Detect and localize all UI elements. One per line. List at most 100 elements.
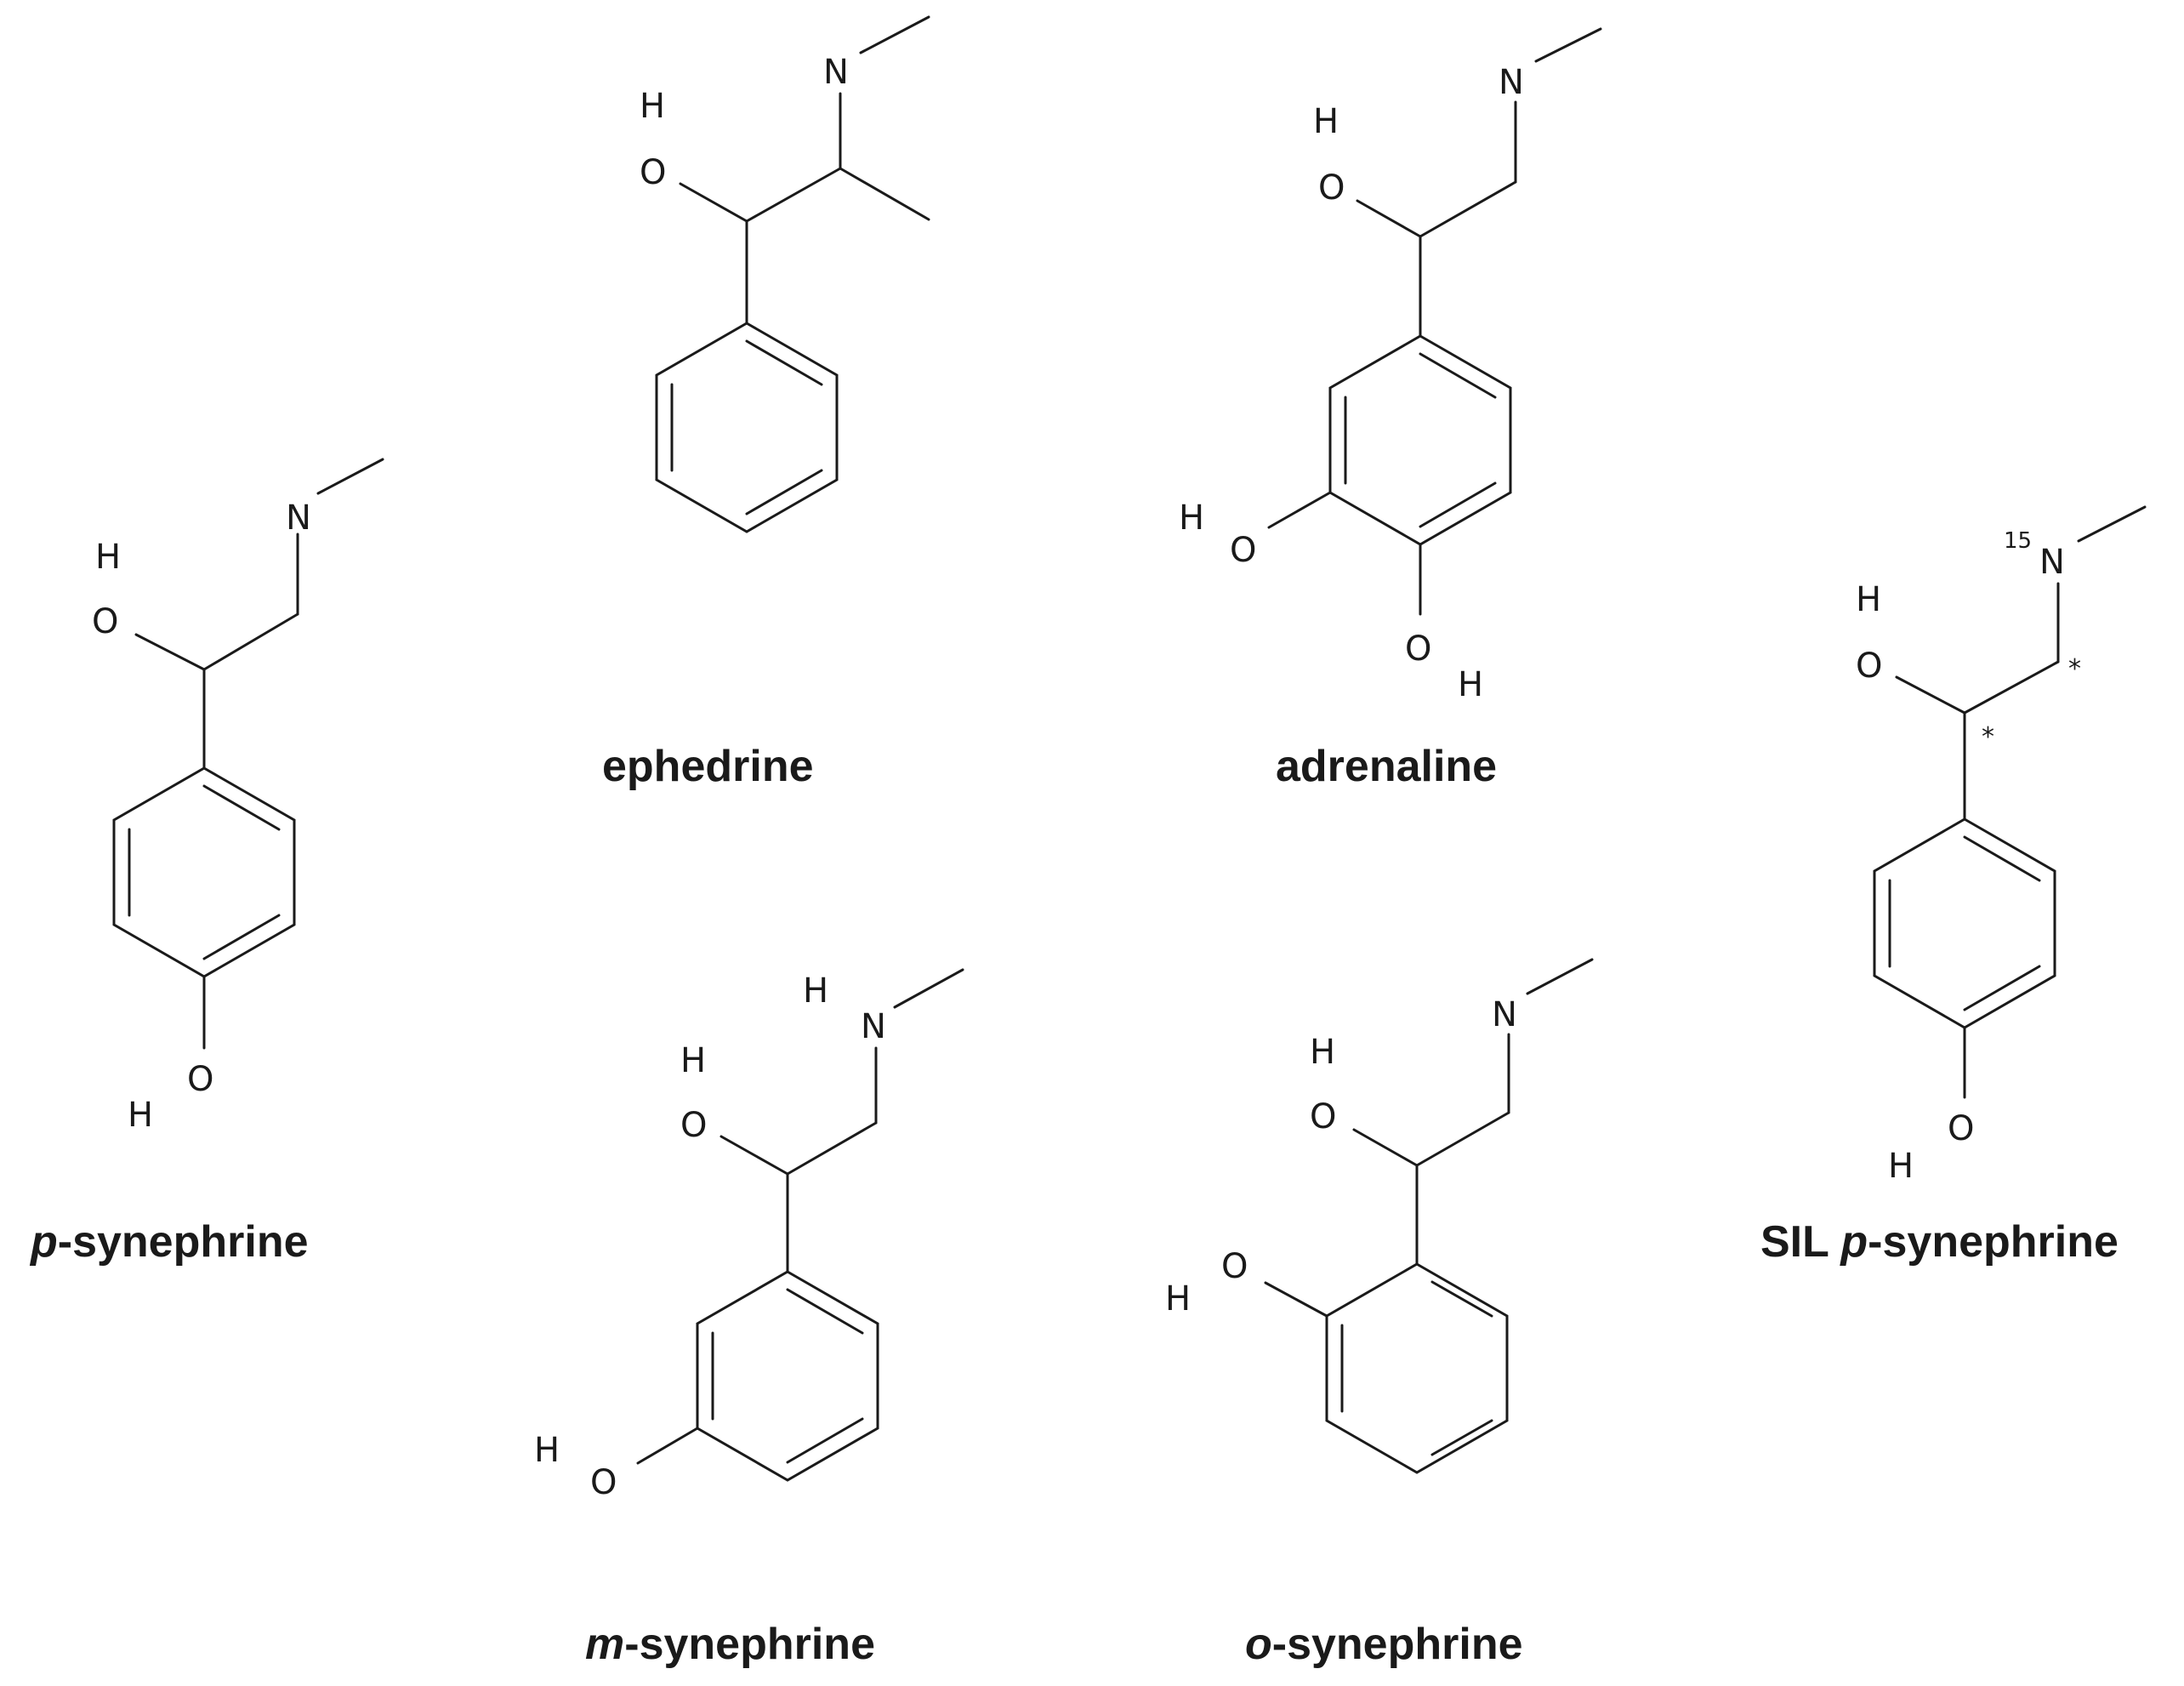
hydrogen-atom: H: [1310, 1033, 1335, 1072]
bond: [1895, 675, 1966, 715]
caption-sil-p-synephrine: SIL p-synephrine: [1760, 1217, 2119, 1267]
hydrogen-atom: H: [640, 87, 665, 126]
oxygen-atom: O: [1318, 168, 1345, 208]
caption-italic-prefix: m: [585, 1620, 624, 1669]
ephedrine-bonds: [655, 15, 930, 533]
molecule-m-synephrine: H N H O H O m-synephrine: [534, 968, 964, 1669]
oxygen-atom: O: [590, 1463, 617, 1502]
bond: [1264, 1281, 1328, 1318]
bond: [839, 167, 930, 221]
bond: [1415, 1111, 1510, 1167]
bond: [1419, 180, 1517, 238]
aromatic-double-bond: [745, 469, 823, 515]
aromatic-double-bond: [786, 1288, 864, 1335]
hydrogen-atom: H: [1179, 498, 1204, 538]
bond: [2077, 505, 2147, 543]
aromatic-double-bond: [1419, 481, 1497, 528]
benzene-ring: [696, 1270, 879, 1482]
bond: [636, 1427, 699, 1465]
aromatic-double-bond: [202, 784, 281, 831]
benzene-ring: [1873, 817, 2056, 1029]
bond: [1526, 958, 1594, 995]
molecule-adrenaline: N H O H O O H adrenaline: [1179, 27, 1602, 791]
molecule-sil-p-synephrine: 15 N H O * * H O SIL p-synephrine: [1760, 505, 2147, 1267]
oxygen-atom: O: [1221, 1247, 1248, 1286]
oxygen-atom: O: [1405, 629, 1431, 669]
bond: [1356, 199, 1422, 238]
benzene-ring: [112, 766, 296, 978]
nitrogen-atom: N: [861, 1007, 886, 1046]
benzene-ring: [655, 322, 839, 533]
caption-main: -synephrine: [1272, 1620, 1523, 1669]
caption-o-synephrine: o-synephrine: [1245, 1620, 1523, 1669]
bond: [745, 167, 842, 223]
hydrogen-atom: H: [1458, 665, 1483, 704]
caption-main: -synephrine: [1868, 1217, 2119, 1267]
hydrogen-atom: H: [1856, 580, 1881, 619]
p-synephrine-bonds: [112, 458, 384, 1050]
bond: [786, 1121, 878, 1176]
molecule-o-synephrine: N H O H O o-synephrine: [1165, 958, 1594, 1669]
hydrogen-atom: H: [534, 1431, 560, 1470]
nitrogen-atom: N: [286, 498, 311, 538]
oxygen-atom: O: [1310, 1097, 1336, 1136]
bond: [679, 182, 748, 223]
caption-prefix: SIL: [1760, 1217, 1840, 1267]
oxygen-atom: O: [680, 1106, 707, 1145]
hydrogen-atom: H: [128, 1096, 153, 1135]
sil-p-synephrine-bonds: [1873, 505, 2147, 1099]
bond: [1267, 491, 1332, 529]
oxygen-atom: O: [92, 602, 118, 641]
hydrogen-atom: H: [680, 1041, 706, 1080]
aromatic-double-bond: [1963, 965, 2041, 1011]
caption-m-synephrine: m-synephrine: [585, 1620, 875, 1669]
aromatic-double-bond: [202, 914, 281, 960]
bond: [134, 633, 206, 671]
hydrogen-atom: H: [1313, 102, 1339, 141]
oxygen-atom: O: [640, 153, 666, 192]
isotope-star: *: [1982, 722, 1994, 752]
bond: [1963, 660, 2060, 715]
o-synephrine-bonds: [1264, 958, 1594, 1474]
hydrogen-atom: H: [803, 971, 828, 1011]
aromatic-double-bond: [745, 339, 823, 386]
bond: [859, 15, 930, 54]
caption-italic-prefix: o: [1245, 1620, 1272, 1669]
oxygen-atom: O: [1948, 1109, 1974, 1148]
bond: [316, 458, 384, 495]
molecule-p-synephrine: N H O H O p-synephrine: [29, 458, 384, 1267]
oxygen-atom: O: [187, 1060, 213, 1099]
caption-main: -synephrine: [624, 1620, 875, 1669]
nitrogen-atom: N: [823, 53, 849, 92]
nitrogen-atom: N: [1492, 995, 1517, 1034]
caption-main: -synephrine: [58, 1217, 309, 1267]
adrenaline-bonds: [1267, 27, 1602, 616]
bond: [1352, 1128, 1419, 1167]
oxygen-atom: O: [1856, 646, 1882, 686]
oxygen-atom: O: [1230, 531, 1256, 570]
bond: [202, 612, 299, 671]
m-synephrine-bonds: [636, 968, 964, 1482]
caption-ephedrine: ephedrine: [602, 742, 814, 791]
caption-italic-prefix: p: [29, 1217, 58, 1267]
hydrogen-atom: H: [1165, 1279, 1191, 1319]
nitrogen-atom: N: [2039, 543, 2065, 582]
aromatic-double-bond: [1419, 352, 1497, 399]
benzene-ring: [1328, 334, 1512, 546]
aromatic-double-bond: [786, 1417, 864, 1464]
isotope-label: 15: [2004, 528, 2032, 554]
caption-p-synephrine: p-synephrine: [29, 1217, 309, 1267]
bond: [893, 968, 964, 1009]
benzene-ring: [1325, 1262, 1509, 1474]
caption-italic: p: [1839, 1217, 1868, 1267]
aromatic-double-bond: [1430, 1280, 1493, 1318]
isotope-star: *: [2068, 654, 2081, 684]
hydrogen-atom: H: [1888, 1147, 1914, 1186]
caption-adrenaline: adrenaline: [1276, 742, 1497, 791]
aromatic-double-bond: [1963, 835, 2041, 882]
bond: [719, 1135, 789, 1176]
molecule-ephedrine: N H O ephedrine: [602, 15, 930, 791]
aromatic-double-bond: [1430, 1419, 1493, 1456]
nitrogen-atom: N: [1499, 63, 1524, 102]
